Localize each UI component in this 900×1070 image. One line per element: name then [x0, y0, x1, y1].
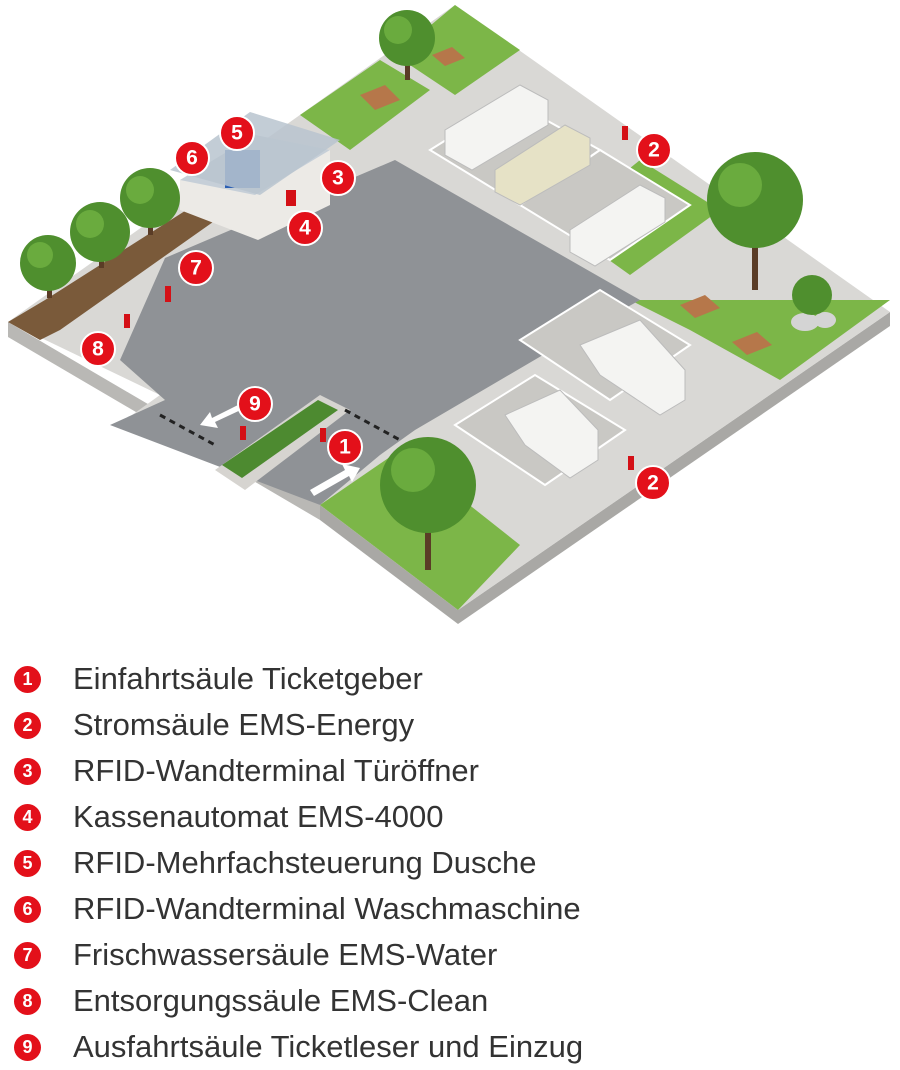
marker-9: 9: [237, 386, 273, 422]
marker-2-bottom-number: 2: [647, 472, 659, 495]
legend-label: Frischwassersäule EMS-Water: [73, 937, 498, 972]
legend-item: 7 Frischwassersäule EMS-Water: [14, 932, 894, 978]
legend-item: 2 Stromsäule EMS-Energy: [14, 702, 894, 748]
legend-list: 1 Einfahrtsäule Ticketgeber 2 Stromsäule…: [14, 656, 894, 1070]
campsite-illustration: 1 2 2 3 4 5 6 7 8 9: [8, 5, 890, 624]
map-markers: 1 2 2 3 4 5 6 7 8 9: [80, 115, 672, 501]
marker-4: 4: [287, 210, 323, 246]
marker-8: 8: [80, 331, 116, 367]
legend-number-badge: 6: [14, 895, 41, 923]
marker-3-number: 3: [332, 167, 344, 190]
legend-number-badge: 4: [14, 803, 41, 831]
legend-label: RFID-Wandterminal Türöffner: [73, 753, 479, 788]
marker-4-number: 4: [299, 217, 311, 240]
legend-number-badge: 1: [14, 665, 41, 693]
legend-item: 4 Kassenautomat EMS-4000: [14, 794, 894, 840]
legend-item: 8 Entsorgungssäule EMS-Clean: [14, 978, 894, 1024]
legend-number-badge: 3: [14, 757, 41, 785]
service-building: [170, 112, 340, 240]
legend-number-badge: 7: [14, 941, 41, 969]
marker-1: 1: [327, 429, 363, 465]
legend-item: 5 RFID-Mehrfachsteuerung Dusche: [14, 840, 894, 886]
legend-label: RFID-Mehrfachsteuerung Dusche: [73, 845, 537, 880]
legend-label: Einfahrtsäule Ticketgeber: [73, 661, 423, 696]
marker-2-top-number: 2: [648, 139, 660, 162]
asphalt-road: [110, 160, 640, 505]
legend-label: Ausfahrtsäule Ticketleser und Einzug: [73, 1029, 584, 1064]
legend-item: 6 RFID-Wandterminal Waschmaschine: [14, 886, 894, 932]
marker-2-top: 2: [636, 132, 672, 168]
marker-6-number: 6: [186, 147, 198, 170]
legend-number-badge: 9: [14, 1033, 41, 1061]
marker-1-number: 1: [339, 436, 351, 459]
legend-item: 1 Einfahrtsäule Ticketgeber: [14, 656, 894, 702]
marker-2-bottom: 2: [635, 465, 671, 501]
legend-label: Kassenautomat EMS-4000: [73, 799, 444, 834]
marker-5: 5: [219, 115, 255, 151]
marker-9-number: 9: [249, 393, 261, 416]
rocks: [791, 312, 836, 331]
legend-number-badge: 2: [14, 711, 41, 739]
soil-strip: [8, 195, 230, 340]
trees: [20, 10, 832, 570]
legend-label: Entsorgungssäule EMS-Clean: [73, 983, 489, 1018]
legend-label: Stromsäule EMS-Energy: [73, 707, 415, 742]
marker-3: 3: [320, 160, 356, 196]
picnic-tables: [360, 47, 772, 355]
marker-7: 7: [178, 250, 214, 286]
terminal-posts: [124, 126, 634, 470]
direction-arrows: [200, 403, 360, 496]
legend-label: RFID-Wandterminal Waschmaschine: [73, 891, 581, 926]
motorhomes: [444, 84, 686, 479]
legend-number-badge: 8: [14, 987, 41, 1015]
marker-7-number: 7: [190, 257, 202, 280]
hedge-island: [215, 395, 350, 490]
legend-number-badge: 5: [14, 849, 41, 877]
marker-8-number: 8: [92, 338, 104, 361]
legend-item: 3 RFID-Wandterminal Türöffner: [14, 748, 894, 794]
marker-5-number: 5: [231, 122, 243, 145]
legend-item: 9 Ausfahrtsäule Ticketleser und Einzug: [14, 1024, 894, 1070]
marker-6: 6: [174, 140, 210, 176]
